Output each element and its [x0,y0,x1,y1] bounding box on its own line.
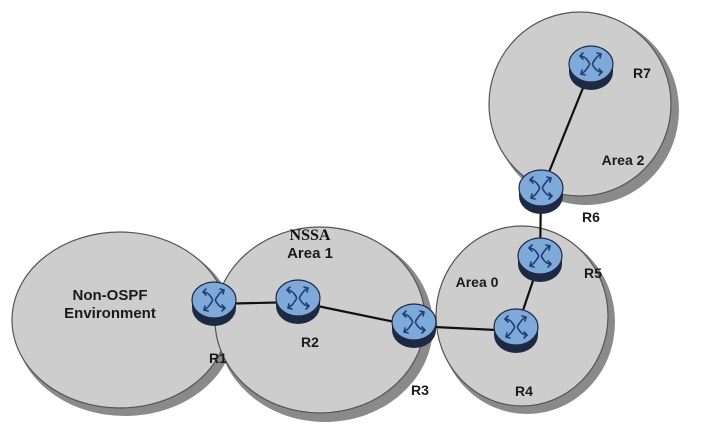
router-arrows-icon [286,286,310,310]
router-arrows-icon [529,176,553,200]
area-label-area2: Area 2 [602,152,645,168]
router-top [517,237,563,275]
router-arrows-icon [402,310,426,334]
router-r6[interactable] [518,169,564,214]
area-2 [488,11,672,197]
router-top [391,303,437,341]
router-labels: R1 R2 R3 R4 R5 R6 R7 [209,65,651,399]
area-label-non-ospf-line2: Environment [64,305,156,322]
router-arrows-icon [202,288,226,312]
router-r2[interactable] [275,279,321,324]
router-r4[interactable] [493,308,539,353]
router-top [493,308,539,346]
router-top [518,169,564,207]
router-r3[interactable] [391,303,437,348]
router-label-r1: R1 [209,350,227,366]
area-labels: Non-OSPF Environment NSSA Area 1 Area 0 … [64,152,644,322]
router-label-r6: R6 [582,209,600,225]
router-r5[interactable] [517,237,563,282]
router-label-r4: R4 [515,383,533,399]
area-label-area1: Area 1 [287,245,333,262]
router-top [275,279,321,317]
router-label-r2: R2 [301,334,319,350]
router-arrows-icon [528,244,552,268]
router-r7[interactable] [568,45,614,90]
router-label-r7: R7 [633,65,651,81]
area-title-nssa: NSSA [290,227,331,244]
area-label-area0: Area 0 [456,274,499,290]
routers [191,45,614,353]
router-top [568,45,614,83]
router-top [191,281,237,319]
router-arrows-icon [579,52,603,76]
router-label-r3: R3 [411,382,429,398]
router-arrows-icon [504,315,528,339]
area-label-non-ospf-line1: Non-OSPF [73,287,148,304]
router-r1[interactable] [191,281,237,326]
router-label-r5: R5 [584,265,602,281]
